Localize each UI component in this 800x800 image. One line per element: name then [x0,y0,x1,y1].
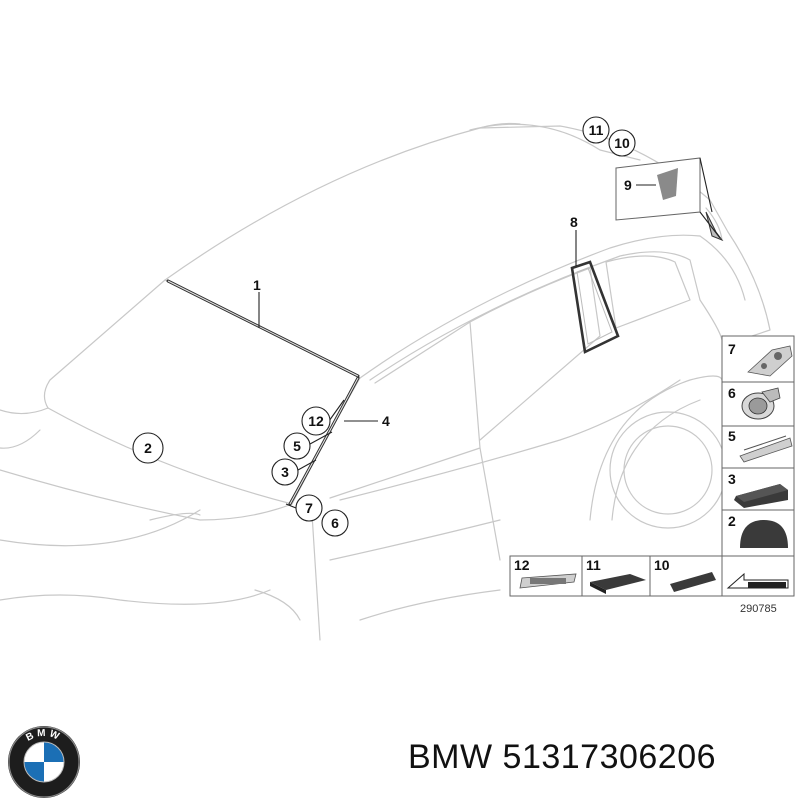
bmw-logo: BMW [8,726,80,798]
svg-text:2: 2 [144,440,152,456]
part-11-block-icon [590,574,646,594]
parts-legend-bottom: 12 11 10 [509,555,795,597]
callout-2: 2 [132,432,164,464]
svg-text:BMW: BMW [24,728,63,744]
rear-quarter-window-seal [570,260,620,354]
callout-7: 7 [295,494,323,522]
svg-text:6: 6 [331,515,339,531]
svg-text:10: 10 [614,135,630,151]
part-2-cap-icon [740,520,788,548]
svg-text:7: 7 [305,500,313,516]
windshield-top-seal [166,279,360,378]
legend-label-3: 3 [728,471,736,487]
callout-6: 6 [321,509,349,537]
legend-label-10: 10 [654,557,670,573]
diagram-number: 290785 [740,603,777,615]
part-9-shape [657,168,678,200]
callout-3: 3 [271,458,299,486]
part-number-caption: BMW 51317306206 [408,738,717,776]
legend-label-2: 2 [728,513,736,529]
callout-9-label: 9 [624,177,632,193]
leader-lines [258,230,577,509]
logo-letters: BMW [24,728,60,744]
part-9-box: 9 [615,157,721,239]
callout-1-label: 1 [253,277,261,293]
callout-5: 5 [283,432,311,460]
parts-legend-right: 7 6 5 3 2 [721,335,795,557]
callout-10: 10 [608,129,636,157]
legend-label-5: 5 [728,428,736,444]
legend-label-6: 6 [728,385,736,401]
part-7-clip-icon [747,345,793,377]
svg-text:12: 12 [308,413,324,429]
svg-text:3: 3 [281,464,289,480]
svg-text:11: 11 [589,122,604,138]
a-pillar-seal [288,376,360,506]
part-10-strip-icon [670,572,716,592]
callout-12: 12 [301,406,331,436]
legend-label-12: 12 [514,557,530,573]
part-6-grommet-icon [741,387,781,420]
part-12-spacer-icon [519,573,577,589]
legend-label-7: 7 [728,341,736,357]
part-3-pad-icon [734,484,788,508]
callout-4-label: 4 [382,413,390,429]
arrow-icon [726,572,789,589]
callout-11: 11 [582,116,610,144]
legend-label-11: 11 [586,557,601,573]
callout-8-label: 8 [570,214,578,230]
roof-spoiler-clip [705,211,724,242]
part-5-strip-icon [739,435,793,463]
svg-text:5: 5 [293,438,301,454]
